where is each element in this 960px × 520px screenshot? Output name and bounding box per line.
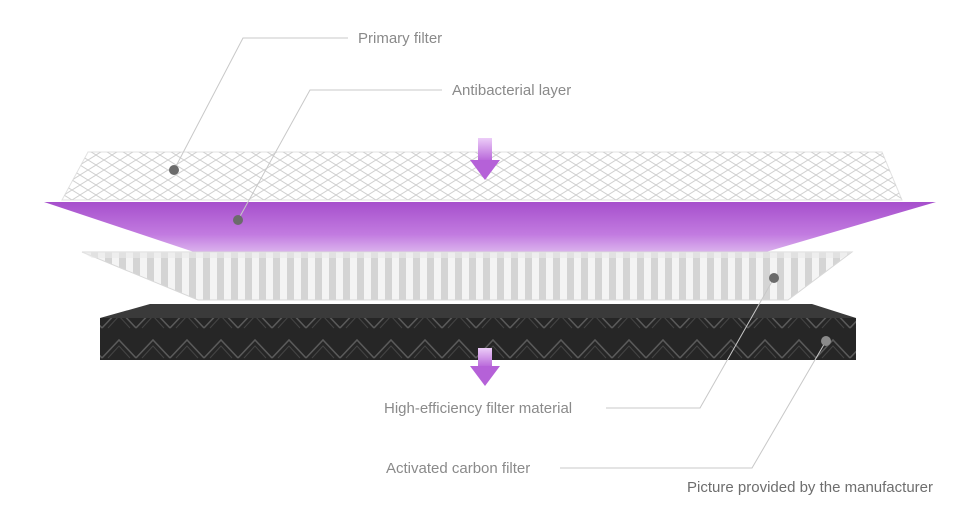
- hepa-pleated-layer: [81, 251, 854, 301]
- label-primary-filter: Primary filter: [358, 30, 442, 47]
- antibacterial-layer: [44, 202, 936, 256]
- leader-primary-filter: [173, 37, 348, 171]
- label-carbon-filter: Activated carbon filter: [386, 460, 530, 477]
- leader-hepa: [606, 277, 775, 409]
- leader-antibacterial: [237, 89, 442, 221]
- label-hepa-material: High-efficiency filter material: [384, 400, 572, 417]
- top-down-arrow: [470, 138, 500, 180]
- leader-carbon: [560, 340, 827, 469]
- label-antibacterial-layer: Antibacterial layer: [452, 82, 571, 99]
- dot-antibacterial: [233, 215, 243, 225]
- dot-primary-filter: [169, 165, 179, 175]
- bottom-down-arrow: [470, 348, 500, 386]
- dot-carbon: [821, 336, 831, 346]
- dot-hepa: [769, 273, 779, 283]
- manufacturer-credit: Picture provided by the manufacturer: [687, 479, 933, 496]
